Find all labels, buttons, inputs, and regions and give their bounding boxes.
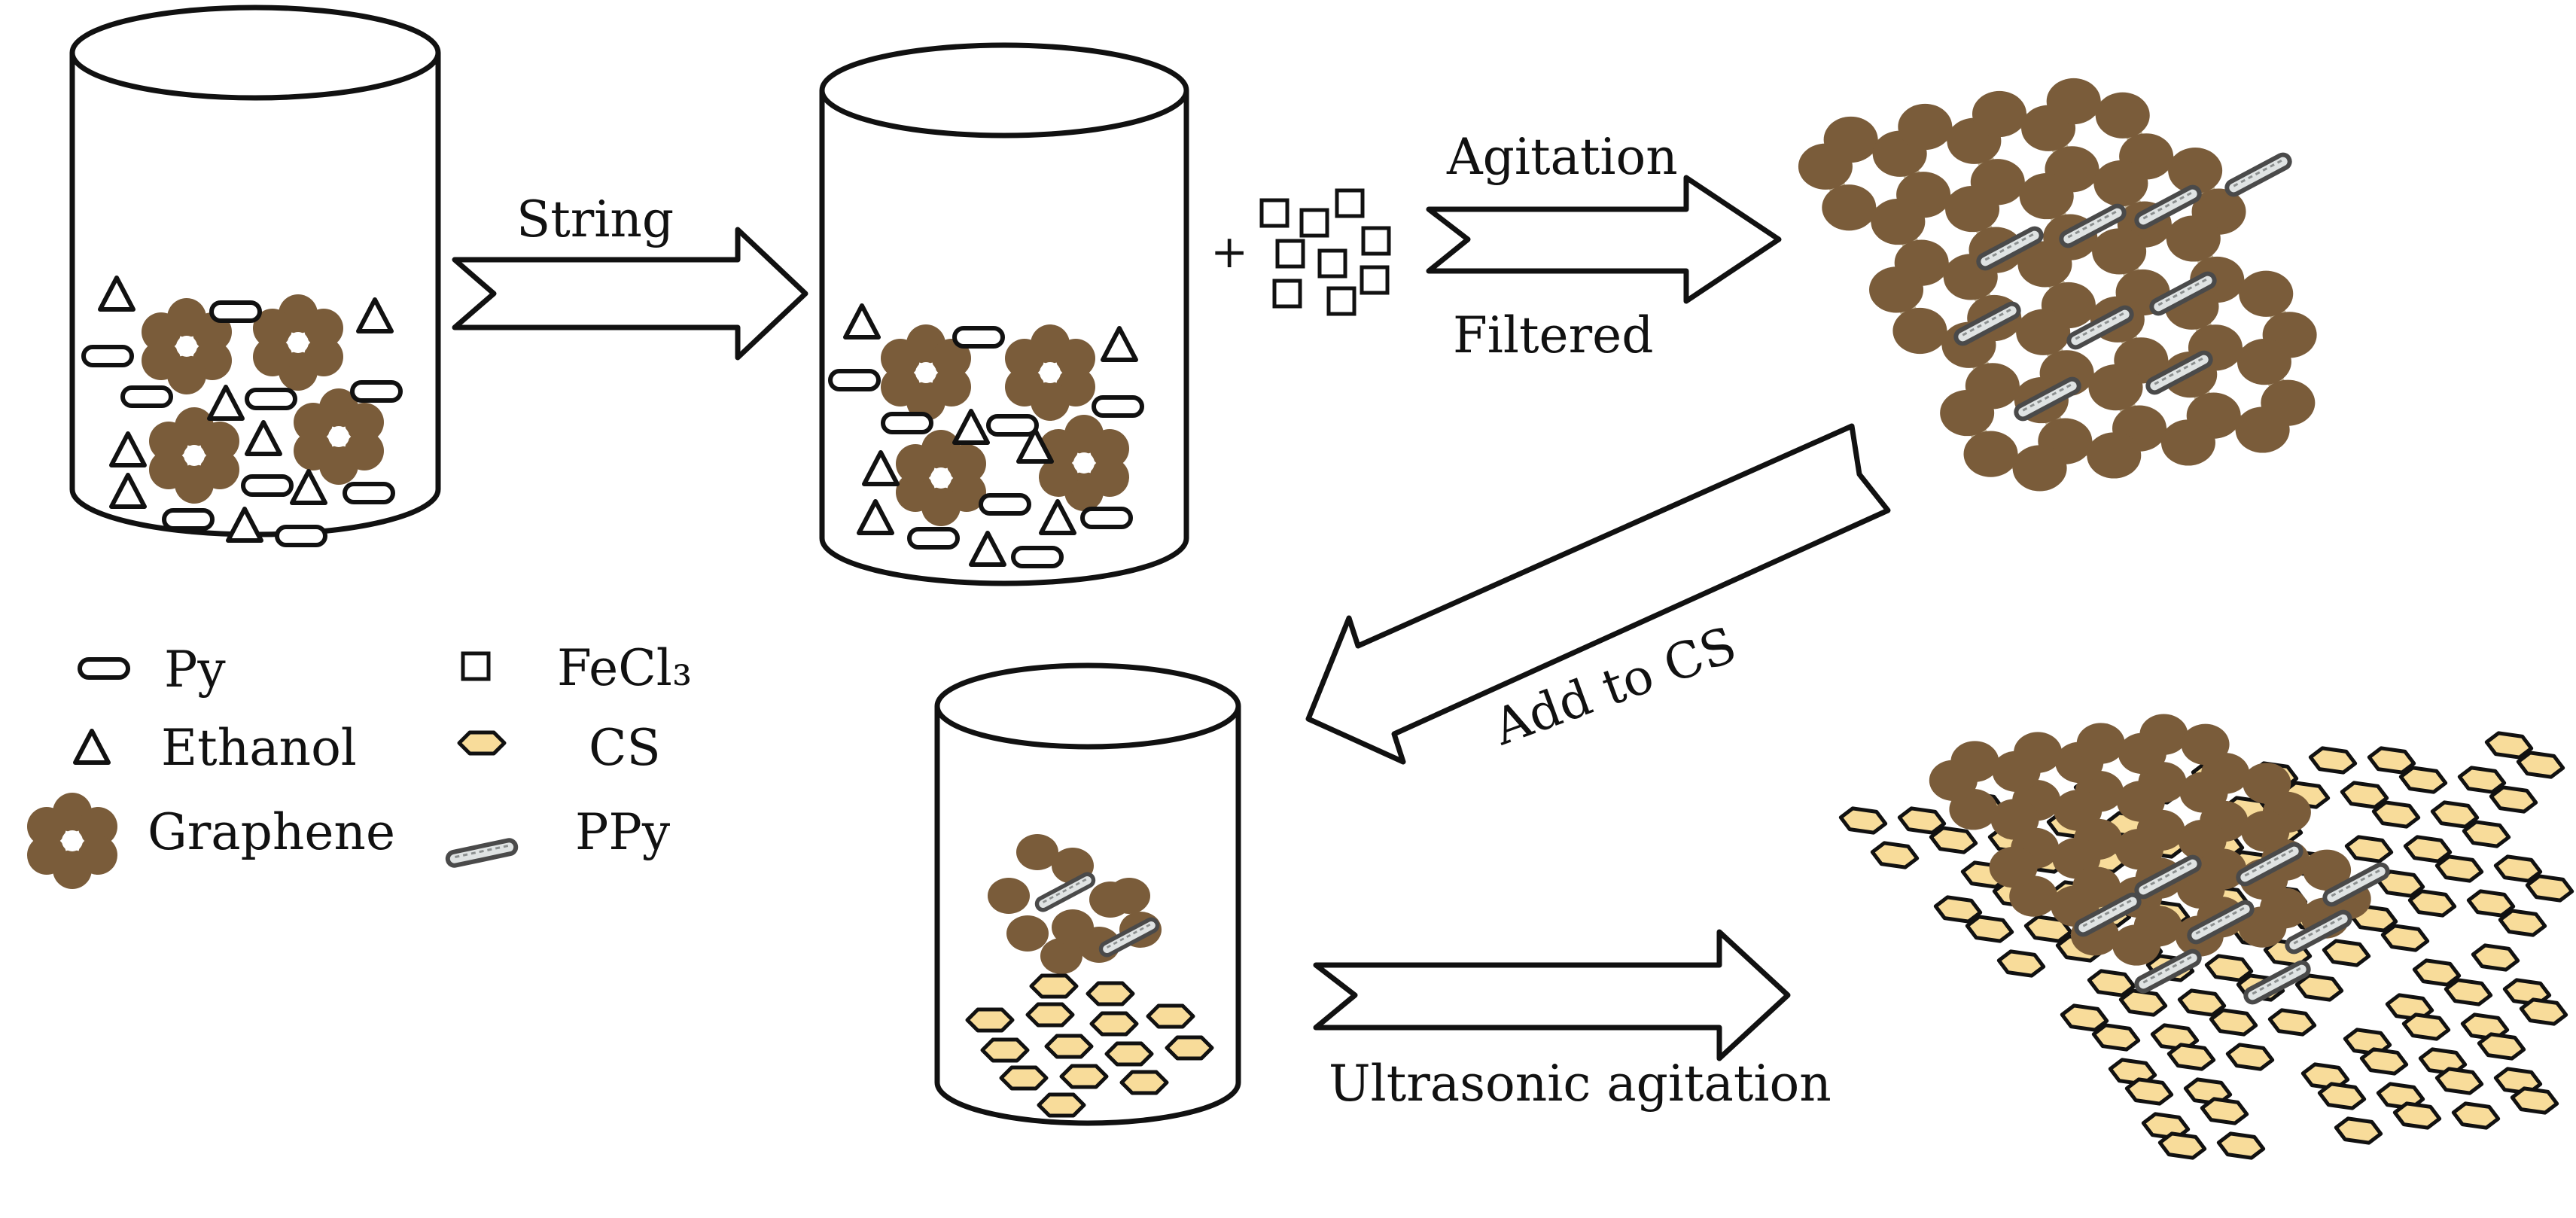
legend-ethanol-icon	[75, 731, 108, 763]
plus-sign: +	[1210, 226, 1248, 279]
fecl3-particles	[1262, 190, 1389, 314]
arrow-stirring	[452, 227, 808, 361]
legend: Py Ethanol Graphene FeCl₃ CS PPy	[27, 639, 692, 889]
legend-cs-icon	[459, 732, 504, 754]
agitation-label: Agitation	[1446, 128, 1678, 186]
legend-fecl3-icon	[463, 653, 489, 679]
graphene-ppy-cs-composite	[1839, 714, 2573, 1159]
graphene-ppy-network	[1798, 78, 2317, 492]
filtered-label: Filtered	[1453, 306, 1653, 364]
legend-py-icon	[80, 659, 128, 678]
arrow-agitation	[1426, 175, 1782, 304]
beaker-2	[819, 42, 1189, 586]
arrow-add-to-cs	[1305, 423, 1891, 765]
legend-ethanol-label: Ethanol	[161, 719, 357, 777]
ultrasonic-label: Ultrasonic agitation	[1329, 1055, 1832, 1113]
legend-ppy-label: PPy	[575, 803, 671, 861]
stirring-label: String	[516, 190, 674, 248]
legend-py-label: Py	[164, 641, 226, 699]
beaker-1	[69, 5, 441, 545]
legend-graphene-icon	[27, 793, 117, 889]
legend-fecl3-label: FeCl₃	[557, 639, 692, 697]
beaker-3	[934, 662, 1241, 1126]
legend-graphene-label: Graphene	[148, 803, 395, 861]
arrow-ultrasonic	[1313, 929, 1791, 1061]
legend-ppy-icon	[446, 839, 517, 867]
legend-cs-label: CS	[589, 719, 661, 777]
